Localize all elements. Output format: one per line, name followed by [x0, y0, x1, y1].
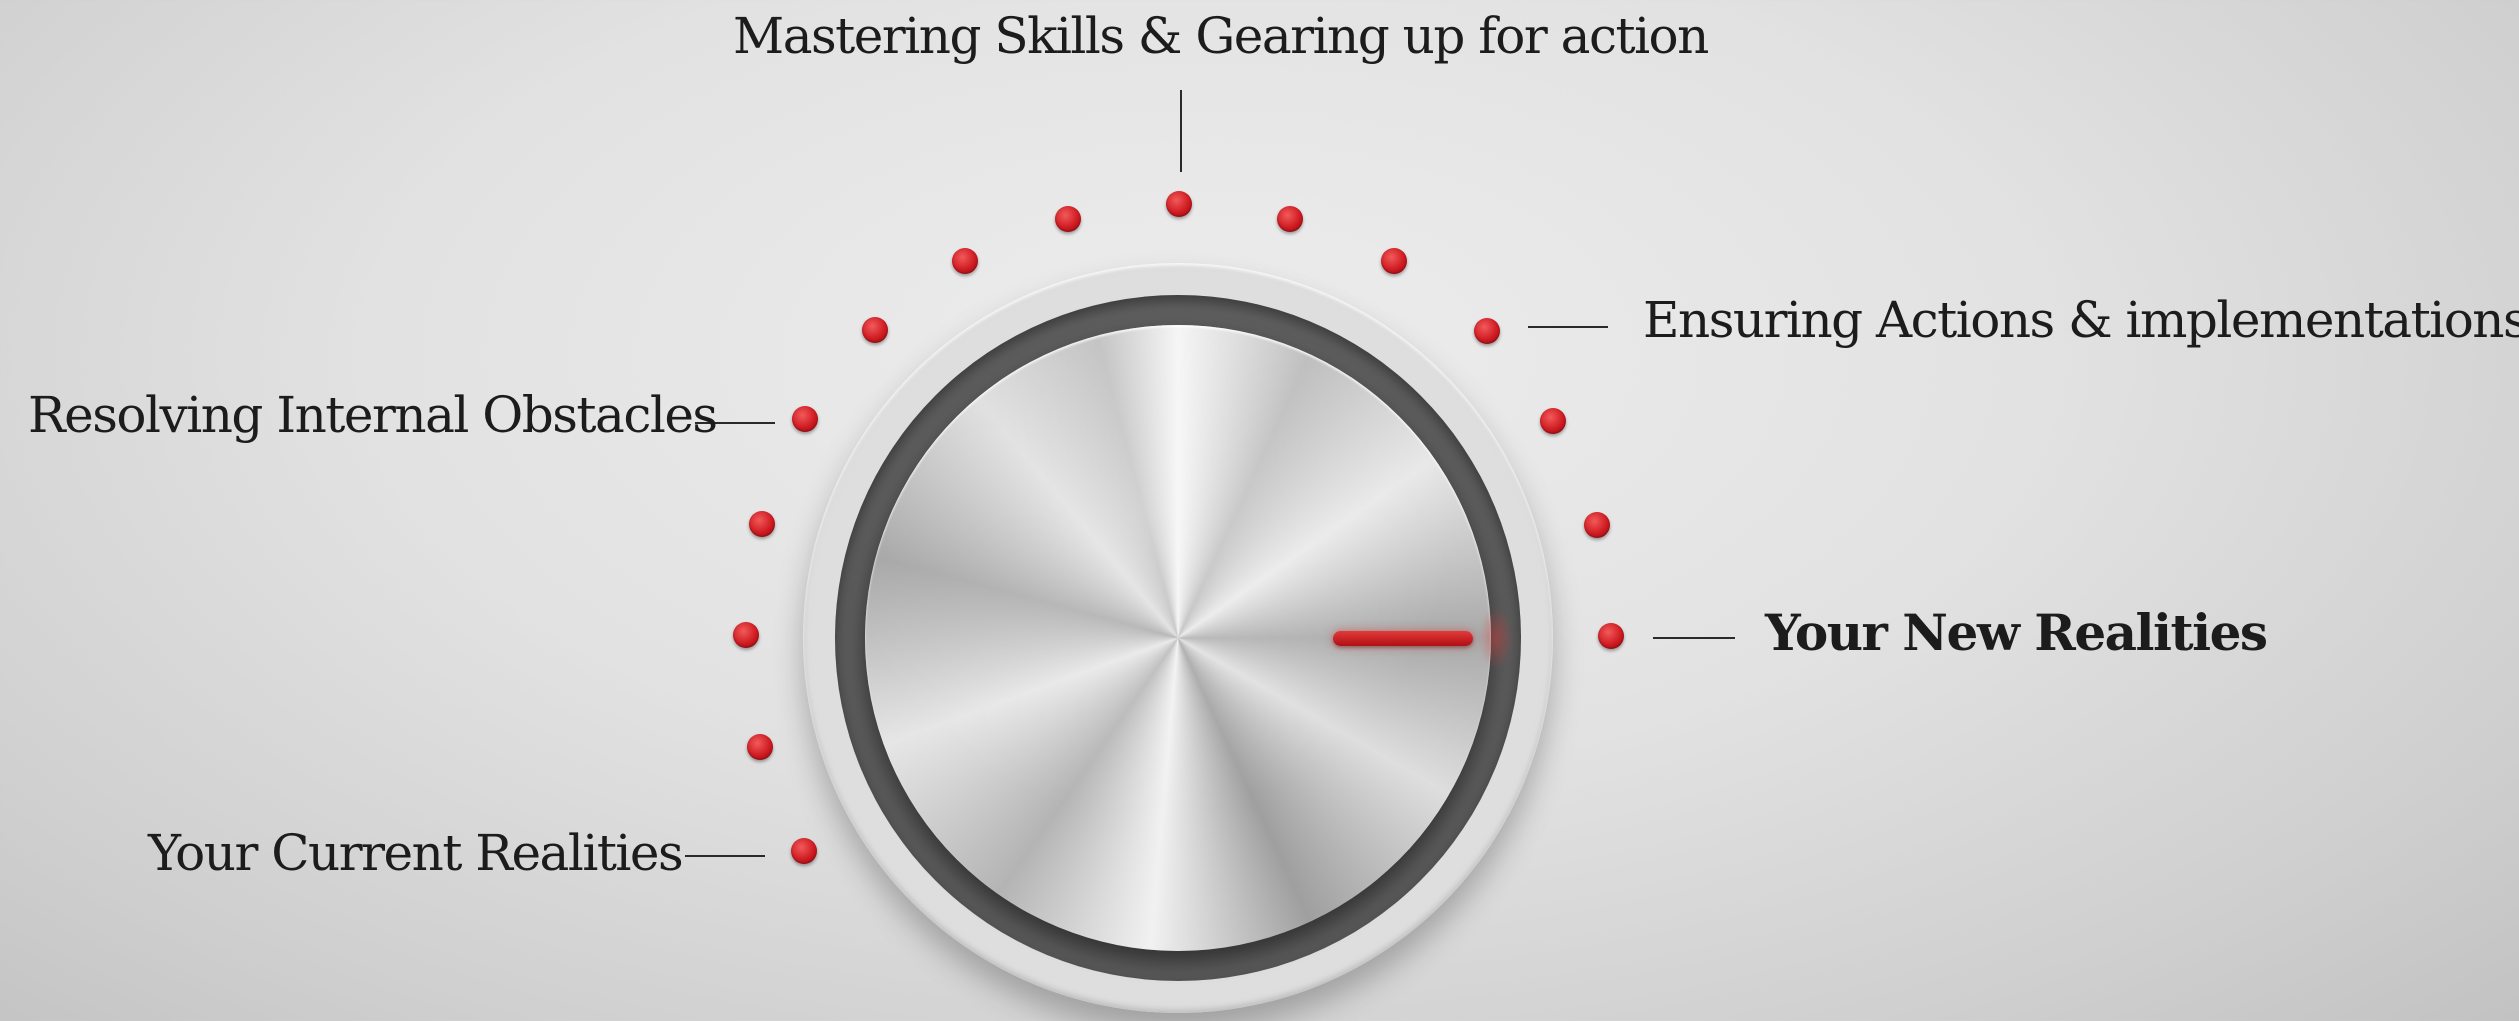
label-ensuring-actions: Ensuring Actions & implementations [1643, 291, 2519, 349]
dial-marker-dot [862, 317, 888, 343]
label-internal-obstacles: Resolving Internal Obstacles [28, 386, 718, 444]
dial-marker-dot [1166, 191, 1192, 217]
dial-marker-dot [1055, 206, 1081, 232]
dial-marker-dot [792, 406, 818, 432]
dial-marker-dot [1277, 206, 1303, 232]
dial-marker-dot [791, 838, 817, 864]
dial-marker-dot [747, 734, 773, 760]
leader-line-new-realities [1653, 637, 1735, 639]
dial-marker-dot [1540, 408, 1566, 434]
dial-indicator [1333, 631, 1473, 646]
indicator-glow [1478, 606, 1514, 670]
dial-marker-dot [1474, 318, 1500, 344]
dial-marker-dot [952, 248, 978, 274]
leader-line-mastering-skills [1180, 90, 1182, 172]
label-new-realities: Your New Realities [1765, 603, 2268, 662]
label-current-realities: Your Current Realities [148, 824, 684, 882]
leader-line-internal-obstacles [695, 422, 775, 424]
leader-line-ensuring-actions [1528, 326, 1608, 328]
leader-line-current-realities [685, 855, 765, 857]
dial-marker-dot [733, 622, 759, 648]
dial-marker-dot [1381, 248, 1407, 274]
label-mastering-skills: Mastering Skills & Gearing up for action [733, 7, 1709, 65]
dial-marker-dot [1584, 512, 1610, 538]
dial-marker-dot [1598, 623, 1624, 649]
dial-marker-dot [749, 511, 775, 537]
